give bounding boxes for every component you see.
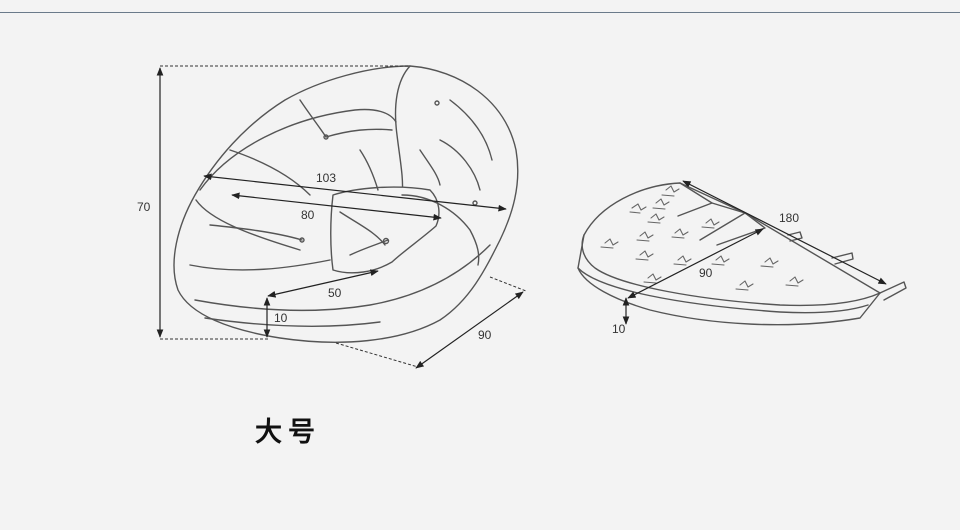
mat-length-line bbox=[682, 180, 887, 285]
size-caption: 大号 bbox=[255, 417, 321, 448]
chair-height-label: 70 bbox=[137, 200, 151, 214]
chair-inner-width-label: 80 bbox=[301, 208, 315, 222]
top-divider-line bbox=[0, 12, 960, 13]
chair-dimensions: 70 103 80 50 10 90 bbox=[137, 65, 527, 369]
chair-seat-depth-line bbox=[267, 269, 379, 298]
chair-inner-width-line bbox=[231, 192, 442, 221]
chair-base-depth-line bbox=[415, 291, 524, 369]
mat-width-label: 90 bbox=[699, 266, 713, 280]
chair-outer-width-label: 103 bbox=[316, 171, 336, 185]
mat-length-label: 180 bbox=[779, 211, 799, 225]
mat-illustration bbox=[577, 182, 907, 326]
chair-base-depth-label: 90 bbox=[478, 328, 492, 342]
mat-width-line bbox=[627, 228, 764, 299]
chair-seat-depth-label: 50 bbox=[328, 286, 342, 300]
mat-dimensions: 180 90 10 bbox=[612, 180, 887, 336]
chair-thickness-label: 10 bbox=[274, 311, 288, 325]
mat-thickness-label: 10 bbox=[612, 322, 626, 336]
